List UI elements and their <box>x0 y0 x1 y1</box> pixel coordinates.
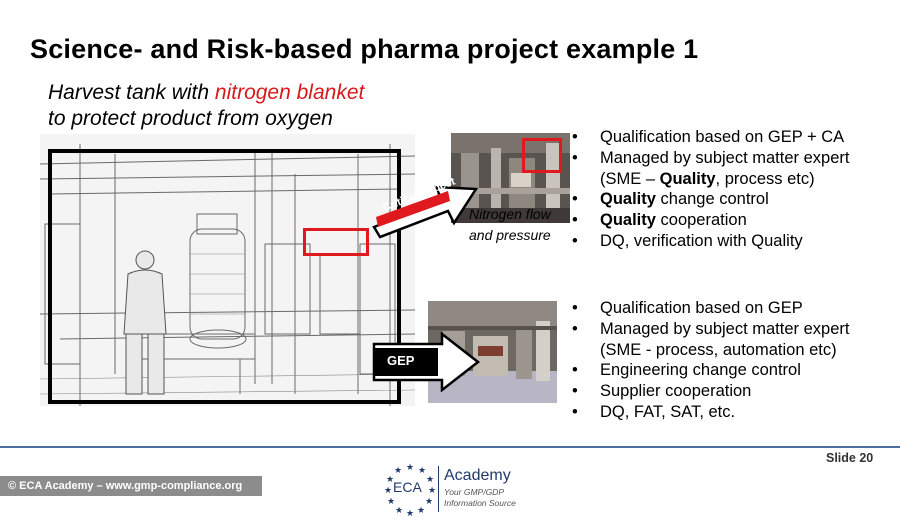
critical-aspect-arrow <box>372 185 479 239</box>
slide-number: Slide 20 <box>826 451 874 465</box>
list-item: •Managed by subject matter expert <box>572 319 850 338</box>
eca-academy-logo: ★ ★ ★ ★ ★ ★ ★ ★ ★ ★ ★ ★ ECA Academy Your… <box>383 458 523 522</box>
logo-tagline-line2: Information Source <box>444 498 516 508</box>
footer-divider <box>0 446 900 448</box>
gep-bullet-list: •Qualification based on GEP •Managed by … <box>569 298 849 423</box>
svg-text:★: ★ <box>395 506 403 516</box>
list-item: •DQ, FAT, SAT, etc. <box>572 402 736 421</box>
harvest-tank-sketch-image <box>40 134 415 406</box>
list-item-continuation: (SME - process, automation etc) <box>600 340 837 359</box>
list-item: •Engineering change control <box>572 361 801 380</box>
nitrogen-caption: Nitrogen flow and pressure <box>469 204 551 246</box>
logo-tagline-line1: Your GMP/GDP <box>444 487 504 497</box>
image-frame <box>48 149 401 404</box>
nitrogen-caption-line2: and pressure <box>469 227 551 243</box>
gep-label: GEP <box>387 353 415 368</box>
svg-text:★: ★ <box>386 475 394 485</box>
footer-copyright: © ECA Academy – www.gmp-compliance.org <box>0 476 262 496</box>
slide-title: Science- and Risk-based pharma project e… <box>30 34 699 64</box>
nitrogen-detail-highlight-box <box>522 138 562 173</box>
gep-arrow <box>372 332 481 392</box>
svg-text:★: ★ <box>394 466 402 476</box>
logo-academy-text: Academy <box>444 467 511 484</box>
list-item: •Qualification based on GEP <box>572 299 803 317</box>
svg-text:★: ★ <box>387 497 395 507</box>
svg-text:★: ★ <box>425 497 433 507</box>
list-item: •Quality cooperation <box>572 211 747 230</box>
nitrogen-caption-line1: Nitrogen flow <box>469 206 551 222</box>
list-item: •Managed by subject matter expert <box>572 148 850 167</box>
nitrogen-line-highlight-box <box>303 228 369 256</box>
list-item: •Quality change control <box>572 190 769 209</box>
eu-stars-icon: ★ ★ ★ ★ ★ ★ ★ ★ ★ ★ ★ ★ <box>384 463 436 519</box>
svg-text:★: ★ <box>406 463 414 473</box>
svg-text:★: ★ <box>384 486 392 496</box>
logo-eca-text: ECA <box>393 479 422 495</box>
list-item-continuation: (SME – Quality, process etc) <box>600 169 815 188</box>
list-item: •Supplier cooperation <box>572 382 752 401</box>
list-item: •Qualification based on GEP + CA <box>572 128 845 146</box>
svg-text:★: ★ <box>406 509 414 519</box>
svg-text:★: ★ <box>418 466 426 476</box>
svg-text:★: ★ <box>426 475 434 485</box>
subtitle-line1-prefix: Harvest tank with <box>48 81 215 104</box>
subtitle-line2: to protect product from oxygen <box>48 107 333 130</box>
critical-aspect-bullet-list: •Qualification based on GEP + CA •Manage… <box>569 127 849 252</box>
svg-text:★: ★ <box>417 506 425 516</box>
slide-subtitle: Harvest tank with nitrogen blanket to pr… <box>48 80 364 132</box>
svg-text:★: ★ <box>428 486 436 496</box>
subtitle-highlight: nitrogen blanket <box>214 81 365 104</box>
logo-separator <box>438 466 439 512</box>
list-item: •DQ, verification with Quality <box>572 231 803 250</box>
